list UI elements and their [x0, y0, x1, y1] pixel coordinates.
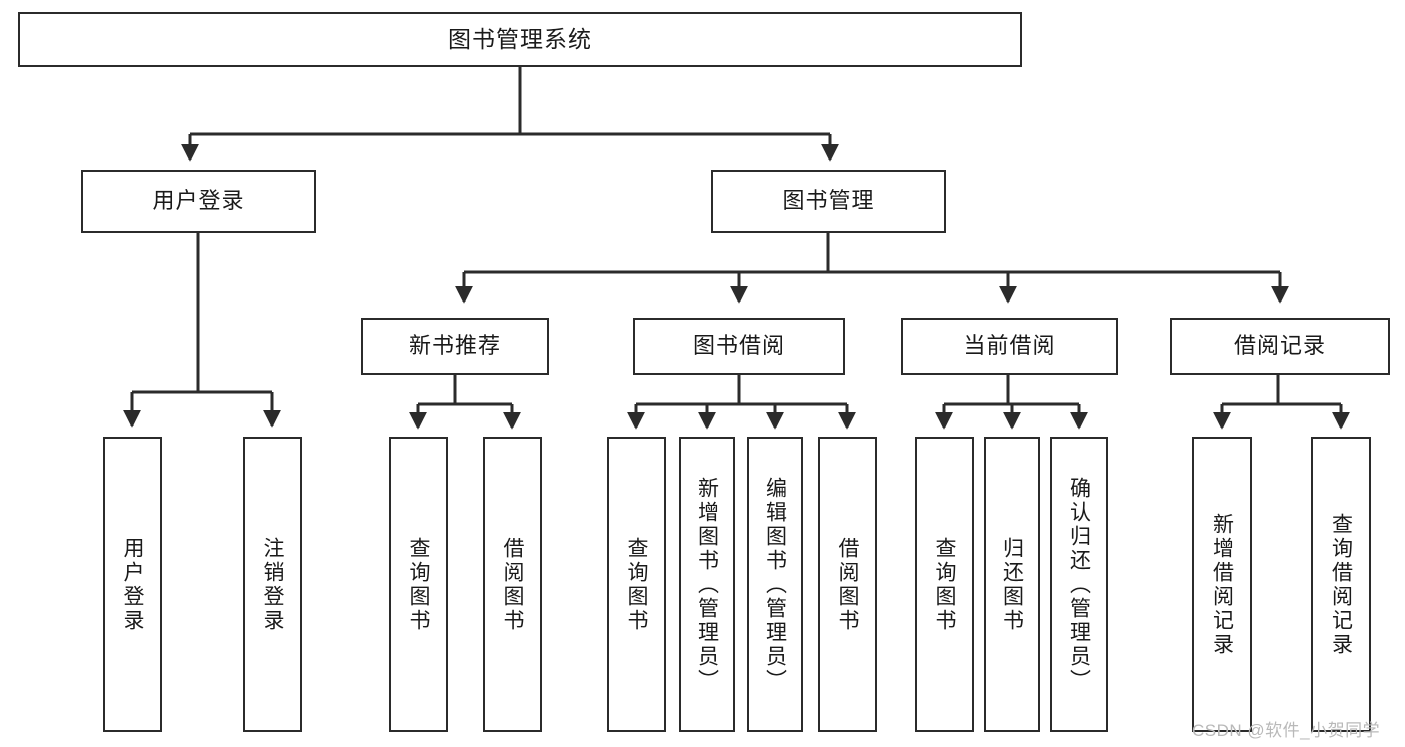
- leaf-query-book-current[interactable]: 查询图书: [915, 437, 974, 732]
- leaf-query-book-borrow[interactable]: 查询图书: [607, 437, 666, 732]
- node-root[interactable]: 图书管理系统: [18, 12, 1022, 67]
- node-book-borrow[interactable]: 图书借阅: [633, 318, 845, 375]
- leaf-return-book[interactable]: 归还图书: [984, 437, 1040, 732]
- leaf-query-book-recommend[interactable]: 查询图书: [389, 437, 448, 732]
- node-current-borrow[interactable]: 当前借阅: [901, 318, 1118, 375]
- leaf-borrow-book[interactable]: 借阅图书: [818, 437, 877, 732]
- node-borrow-record[interactable]: 借阅记录: [1170, 318, 1390, 375]
- csdn-watermark: CSDN @软件_小贺同学: [1192, 721, 1381, 740]
- leaf-user-login[interactable]: 用户登录: [103, 437, 162, 732]
- leaf-edit-book-admin[interactable]: 编辑图书（管理员）: [747, 437, 803, 732]
- leaf-borrow-book-recommend[interactable]: 借阅图书: [483, 437, 542, 732]
- leaf-query-borrow-record[interactable]: 查询借阅记录: [1311, 437, 1371, 732]
- node-user-login[interactable]: 用户登录: [81, 170, 316, 233]
- node-book-management[interactable]: 图书管理: [711, 170, 946, 233]
- leaf-logout[interactable]: 注销登录: [243, 437, 302, 732]
- leaf-add-borrow-record[interactable]: 新增借阅记录: [1192, 437, 1252, 732]
- leaf-confirm-return-admin[interactable]: 确认归还（管理员）: [1050, 437, 1108, 732]
- leaf-add-book-admin[interactable]: 新增图书（管理员）: [679, 437, 735, 732]
- node-new-book-recommendation[interactable]: 新书推荐: [361, 318, 549, 375]
